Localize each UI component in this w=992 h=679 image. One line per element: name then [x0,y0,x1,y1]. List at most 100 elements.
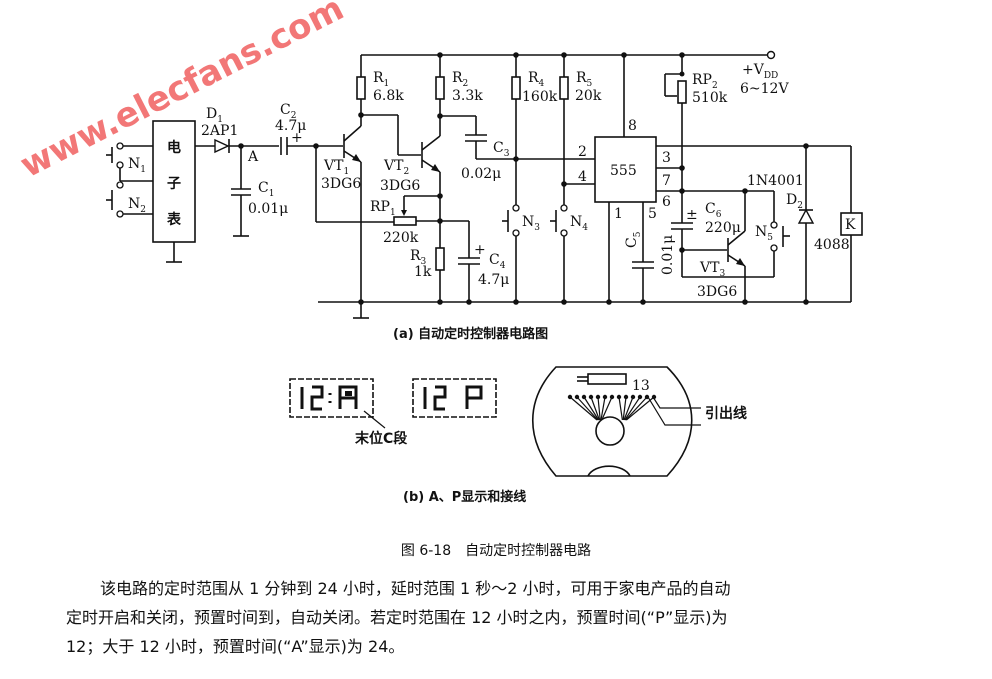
svg-text:4088: 4088 [814,237,850,253]
transistor-vt2: VT2 3DG6 [380,135,441,194]
lead-note: 引出线 [705,405,747,422]
lead-wire [590,396,600,421]
electronic-clock-module: 电 子 表 [152,120,196,263]
display-a-mode [289,378,374,418]
svg-text:D1: D1 [206,106,223,125]
svg-text:电: 电 [167,139,181,156]
potentiometer-rp2: RP2 510k [664,52,728,191]
svg-text:+: + [291,130,303,146]
lead-wire [624,396,641,421]
svg-text:K: K [845,217,856,233]
watch-wiring-diagram: 13 引出线 [531,366,747,477]
diode-d2: 1N4001 D2 [747,146,815,302]
svg-text:RP1: RP1 [370,199,396,218]
lead-wire [576,396,599,421]
supply-label: +VDD 6~12V [740,62,789,97]
svg-text:C1: C1 [258,180,274,199]
svg-text:4: 4 [578,169,587,185]
switch-n4: N4 [550,204,588,302]
svg-text:C2: C2 [280,102,296,121]
solder-pad [595,394,601,400]
paragraph-line-2: 定时开启和关闭，预置时间到，自动关闭。若定时范围在 12 小时之内，预置时间(“… [66,608,728,627]
lead-wire [597,396,601,421]
ic-555: 555 8 2 4 3 7 6 1 5 [578,52,671,302]
supply-rail [361,50,776,60]
svg-text:R3: R3 [410,248,427,267]
svg-text:3DG6: 3DG6 [321,176,361,192]
potentiometer-rp1: RP1 220k [370,193,443,246]
figure-title: 图 6-18 自动定时控制器电路 [400,543,592,559]
capacitor-c1: C1 0.01μ [231,146,288,237]
pin-count-label: 13 [632,378,650,394]
svg-text:±: ± [686,207,698,223]
svg-text:220k: 220k [383,230,419,246]
svg-text:N5: N5 [755,224,773,243]
solder-pad [609,394,615,400]
svg-text:VT2: VT2 [383,158,409,177]
lead-wire [601,396,613,421]
svg-text:1N4001: 1N4001 [747,173,804,189]
svg-text:R5: R5 [576,70,593,89]
vdd-terminal [766,50,776,60]
svg-text:D2: D2 [786,192,803,211]
segment-pointer [363,410,386,429]
lead-wire [618,396,623,421]
lead-wire [600,396,606,421]
solder-pad [588,394,594,400]
svg-text:3.3k: 3.3k [452,88,483,104]
svg-text:555: 555 [610,163,637,179]
svg-text:+VDD: +VDD [742,62,778,81]
capacitor-c3: C3 0.02μ [440,115,595,182]
svg-text:N3: N3 [522,214,540,233]
lead-wire [625,396,648,421]
svg-text:160k: 160k [522,89,558,105]
capacitor-c6: ± C6 220μ [671,191,741,250]
svg-text:4.7μ: 4.7μ [478,272,509,288]
capacitor-c4: + C4 4.7μ [440,220,509,302]
svg-text:+: + [474,242,486,258]
svg-text:C4: C4 [489,252,506,271]
svg-text:0.02μ: 0.02μ [461,166,501,182]
svg-text:7: 7 [662,173,671,189]
solder-pad [623,394,629,400]
svg-text:20k: 20k [575,88,602,104]
lead-wire [623,396,634,421]
svg-text:2: 2 [578,144,587,160]
svg-text:R2: R2 [452,70,468,89]
svg-text:C3: C3 [493,140,510,159]
display-p-mode [412,378,497,418]
svg-text:C5: C5 [624,231,643,248]
svg-text:6: 6 [662,194,671,210]
resistor-r1: R1 6.8k [356,55,404,126]
transistor-vt1: VT1 3DG6 [316,125,369,319]
svg-text:3DG6: 3DG6 [697,284,737,300]
svg-text:N4: N4 [570,214,588,233]
switch-n2: N2 [106,181,153,218]
segment-note: 末位C段 [355,430,407,447]
caption-a: (a) 自动定时控制器电路图 [393,327,549,342]
solder-pad [574,394,580,400]
resistor-r5: R5 20k [559,52,602,205]
svg-text:220μ: 220μ [705,220,741,236]
relay-k: K 4088 [814,146,863,302]
capacitor-c5: C5 0.01μ [624,231,676,302]
resistor-r3: R3 1k [410,247,445,280]
lead-wire [583,396,600,421]
svg-text:6.8k: 6.8k [373,88,404,104]
description-paragraph: 该电路的定时范围从 1 分钟到 24 小时，延时范围 1 秒～2 小时，可用于家… [66,574,936,661]
transistor-vt3: VT3 3DG6 [682,191,746,302]
solder-pad [616,394,622,400]
resistor-r4: R4 160k [511,52,558,205]
svg-text:表: 表 [166,211,182,228]
svg-text:R1: R1 [373,70,389,89]
svg-text:4.7μ: 4.7μ [275,118,306,134]
svg-text:3DG6: 3DG6 [380,178,420,194]
switch-n1: N1 [106,142,153,175]
lead-wire [626,396,655,421]
solder-pad [567,394,573,400]
paragraph-line-3: 12；大于 12 小时，预置时间(“A”显示)为 24。 [66,637,405,656]
svg-text:RP2: RP2 [692,72,718,91]
svg-text:R4: R4 [528,70,545,89]
svg-text:0.01μ: 0.01μ [248,201,288,217]
